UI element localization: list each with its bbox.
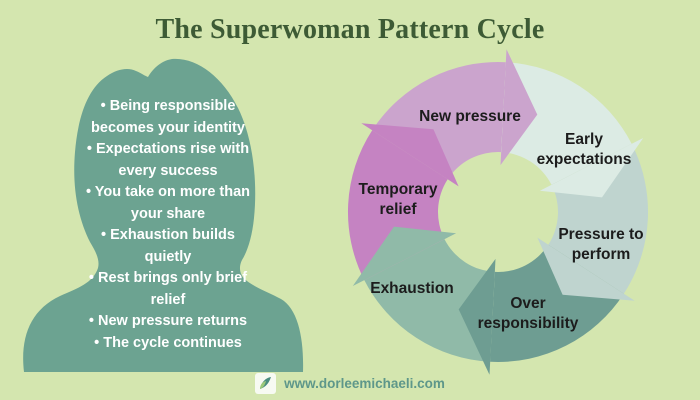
bullet-item: • New pressure returns: [88, 313, 248, 329]
cycle-segment-early-expectations: [501, 62, 632, 185]
cycle-arrowhead-over-responsibility: [458, 258, 496, 375]
bullet-item: • Rest brings only brief relief: [88, 270, 248, 308]
cycle-label-temporary-relief: Temporary relief: [358, 180, 438, 218]
website-link[interactable]: www.dorleemichaeli.com: [284, 375, 445, 391]
cycle-label-new-pressure: New pressure: [419, 107, 521, 125]
cycle-label-early-expectations: Early expectations: [536, 130, 632, 168]
bullet-item: • Being responsible becomes your identit…: [91, 98, 245, 136]
cycle-label-pressure-to-perform: Pressure to perform: [558, 225, 644, 263]
bullet-item: • Exhaustion builds quietly: [101, 227, 235, 265]
footer: www.dorleemichaeli.com: [0, 370, 700, 396]
bullet-item: • You take on more than your share: [85, 184, 251, 222]
woman-silhouette-shape: [23, 58, 304, 373]
cycle-arrowhead-pressure-to-perform: [537, 237, 635, 301]
cycle-label-over-responsibility: Over responsibility: [477, 294, 579, 332]
pattern-bullet-list: • Being responsible becomes your identit…: [76, 96, 260, 354]
cycle-label-exhaustion: Exhaustion: [370, 279, 454, 297]
leaf-logo-icon: [255, 372, 277, 394]
cycle-segment-exhaustion: [364, 239, 495, 362]
cycle-arrowhead-temporary-relief: [361, 123, 459, 187]
cycle-arrowhead-new-pressure: [500, 49, 538, 166]
cycle-arrowhead-exhaustion: [352, 226, 457, 286]
bullet-item: • The cycle continues: [94, 334, 242, 351]
cycle-arrowhead-early-expectations: [539, 138, 644, 198]
bullet-item: • Expectations rise with every success: [86, 141, 250, 179]
page-title: The Superwoman Pattern Cycle: [155, 14, 545, 45]
